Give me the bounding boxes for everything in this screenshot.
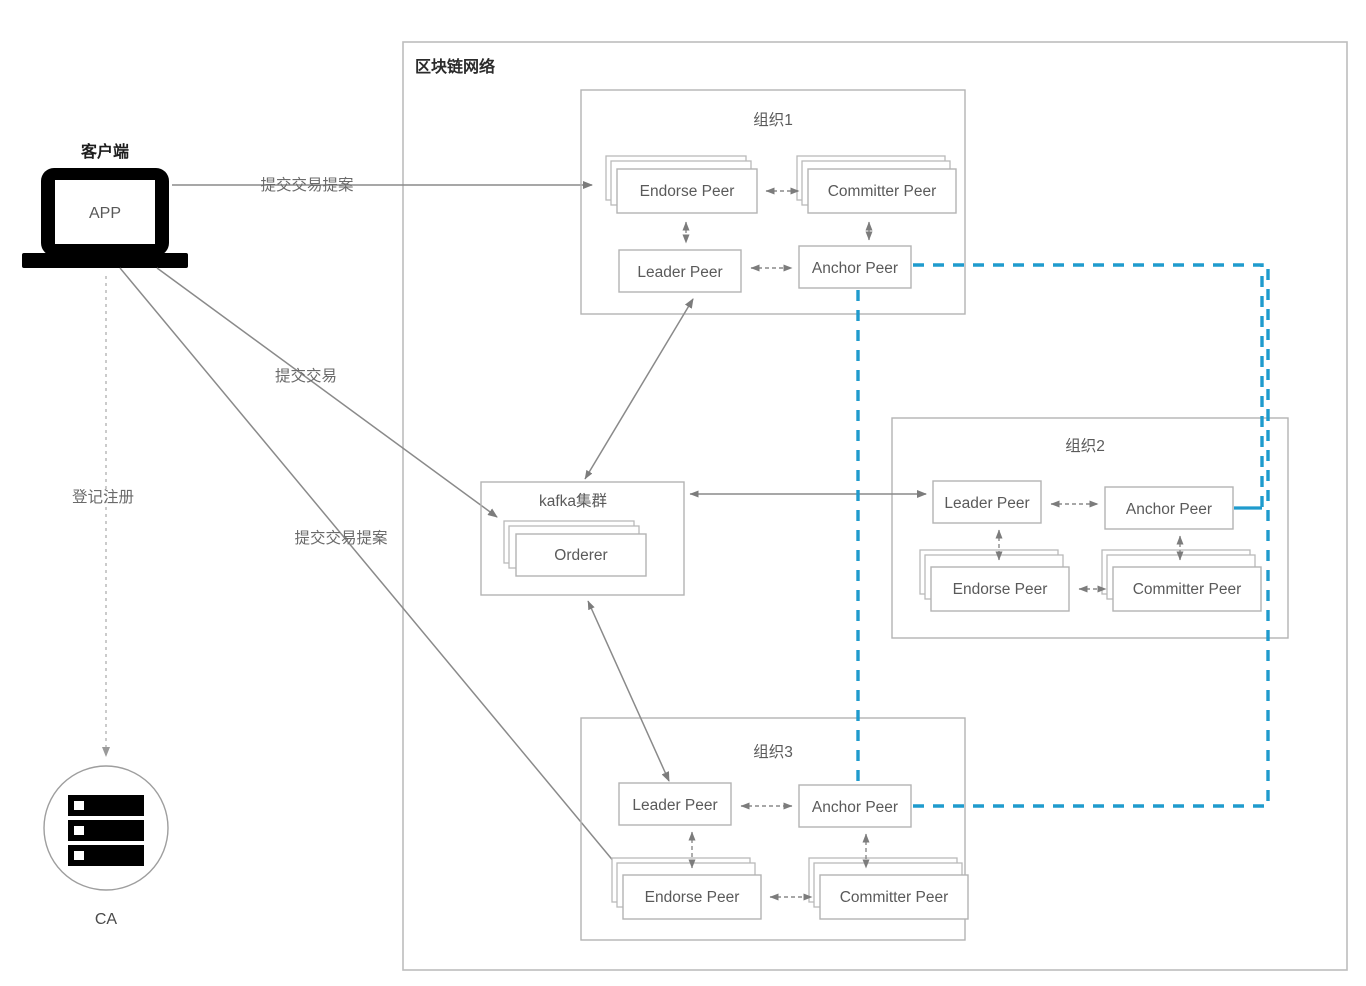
kafka-cluster-group[interactable]: kafka集群 Orderer bbox=[480, 481, 685, 596]
org1-committer-peer-label: Committer Peer bbox=[828, 183, 937, 200]
laptop-icon bbox=[22, 168, 188, 268]
org2-committer-peer-label: Committer Peer bbox=[1133, 581, 1242, 598]
org3-label: 组织3 bbox=[753, 743, 793, 761]
org2-anchor-peer-label: Anchor Peer bbox=[1126, 501, 1212, 518]
gossip-channel bbox=[856, 263, 1270, 808]
ca-group: CA bbox=[43, 765, 169, 928]
org1-frame bbox=[580, 89, 966, 315]
org1-endorse-peer[interactable]: Endorse Peer bbox=[605, 155, 758, 214]
client-group: 客户端 APP bbox=[22, 142, 188, 268]
org3-endorse-peer-label: Endorse Peer bbox=[645, 889, 740, 906]
org2-leader-peer[interactable]: Leader Peer bbox=[932, 480, 1042, 524]
org3-anchor-peer-label: Anchor Peer bbox=[812, 799, 898, 816]
gossip-org3-to-right bbox=[913, 420, 1270, 808]
flow-submit-transaction-label: 提交交易 bbox=[275, 367, 337, 385]
org3-endorse-peer[interactable]: Endorse Peer bbox=[611, 857, 762, 920]
org3-anchor-peer[interactable]: Anchor Peer bbox=[798, 784, 912, 828]
org2-anchor-peer[interactable]: Anchor Peer bbox=[1104, 486, 1234, 530]
org1-anchor-peer-label: Anchor Peer bbox=[812, 260, 898, 277]
server-icon bbox=[68, 795, 144, 866]
org3-committer-peer-label: Committer Peer bbox=[840, 889, 949, 906]
org2-committer-peer[interactable]: Committer Peer bbox=[1101, 549, 1262, 612]
org2-frame bbox=[891, 417, 1289, 639]
org2-endorse-peer-label: Endorse Peer bbox=[953, 581, 1048, 598]
orderer-label: Orderer bbox=[554, 547, 607, 564]
flow-submit-transaction-line bbox=[156, 267, 498, 518]
org3-leader-peer-label: Leader Peer bbox=[632, 797, 717, 814]
org2-label: 组织2 bbox=[1065, 437, 1105, 455]
blockchain-network-label: 区块链网络 bbox=[415, 57, 495, 76]
flow-submit-proposal-org3-line bbox=[119, 267, 621, 870]
org3-leader-peer[interactable]: Leader Peer bbox=[618, 782, 732, 826]
kafka-org3-leader-link bbox=[587, 600, 670, 782]
orderer-node[interactable]: Orderer bbox=[503, 520, 647, 577]
org2-group: 组织2 Leader Peer Anchor Peer Endorse Peer… bbox=[891, 417, 1289, 639]
org2-leader-peer-label: Leader Peer bbox=[944, 495, 1029, 512]
flow-submit-proposal-org1-label: 提交交易提案 bbox=[260, 176, 354, 194]
org3-frame bbox=[580, 717, 966, 941]
org1-anchor-peer[interactable]: Anchor Peer bbox=[798, 245, 912, 289]
blockchain-network-frame bbox=[402, 41, 1348, 971]
org3-group: 组织3 Leader Peer Anchor Peer Endorse Peer… bbox=[580, 717, 969, 941]
org1-label: 组织1 bbox=[753, 111, 793, 129]
kafka-org1-leader-link bbox=[584, 298, 694, 480]
org1-group: 组织1 Endorse Peer Committer Peer Leader P… bbox=[580, 89, 966, 315]
org1-leader-peer[interactable]: Leader Peer bbox=[618, 249, 742, 293]
org1-endorse-peer-label: Endorse Peer bbox=[640, 183, 735, 200]
org3-committer-peer[interactable]: Committer Peer bbox=[808, 857, 969, 920]
org2-endorse-peer[interactable]: Endorse Peer bbox=[919, 549, 1070, 612]
app-label: APP bbox=[89, 205, 121, 222]
org1-committer-peer[interactable]: Committer Peer bbox=[796, 155, 957, 214]
org1-leader-peer-label: Leader Peer bbox=[637, 264, 722, 281]
ca-label: CA bbox=[95, 911, 118, 928]
kafka-cluster-frame bbox=[480, 481, 685, 596]
client-label: 客户端 bbox=[81, 142, 129, 161]
flow-register-label: 登记注册 bbox=[72, 488, 134, 506]
gossip-org1-to-right bbox=[913, 263, 1264, 508]
flow-submit-proposal-org3-label: 提交交易提案 bbox=[294, 529, 388, 547]
kafka-cluster-label: kafka集群 bbox=[539, 492, 607, 510]
